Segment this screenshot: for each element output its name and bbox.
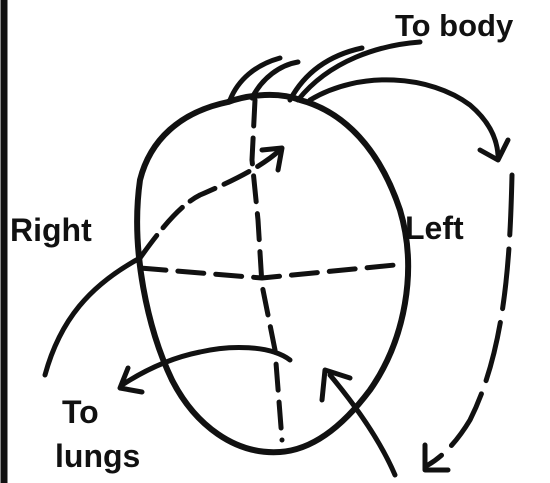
label-to-body: To body <box>395 10 513 41</box>
label-right: Right <box>10 214 92 246</box>
horizontal-septum-line <box>140 265 395 278</box>
label-left: Left <box>405 212 464 244</box>
label-to-lungs-line2: lungs <box>55 440 140 472</box>
pulmonary-flow-line <box>122 347 290 385</box>
label-to-lungs-line1: To <box>62 396 99 428</box>
incoming-vein-line <box>45 258 140 375</box>
